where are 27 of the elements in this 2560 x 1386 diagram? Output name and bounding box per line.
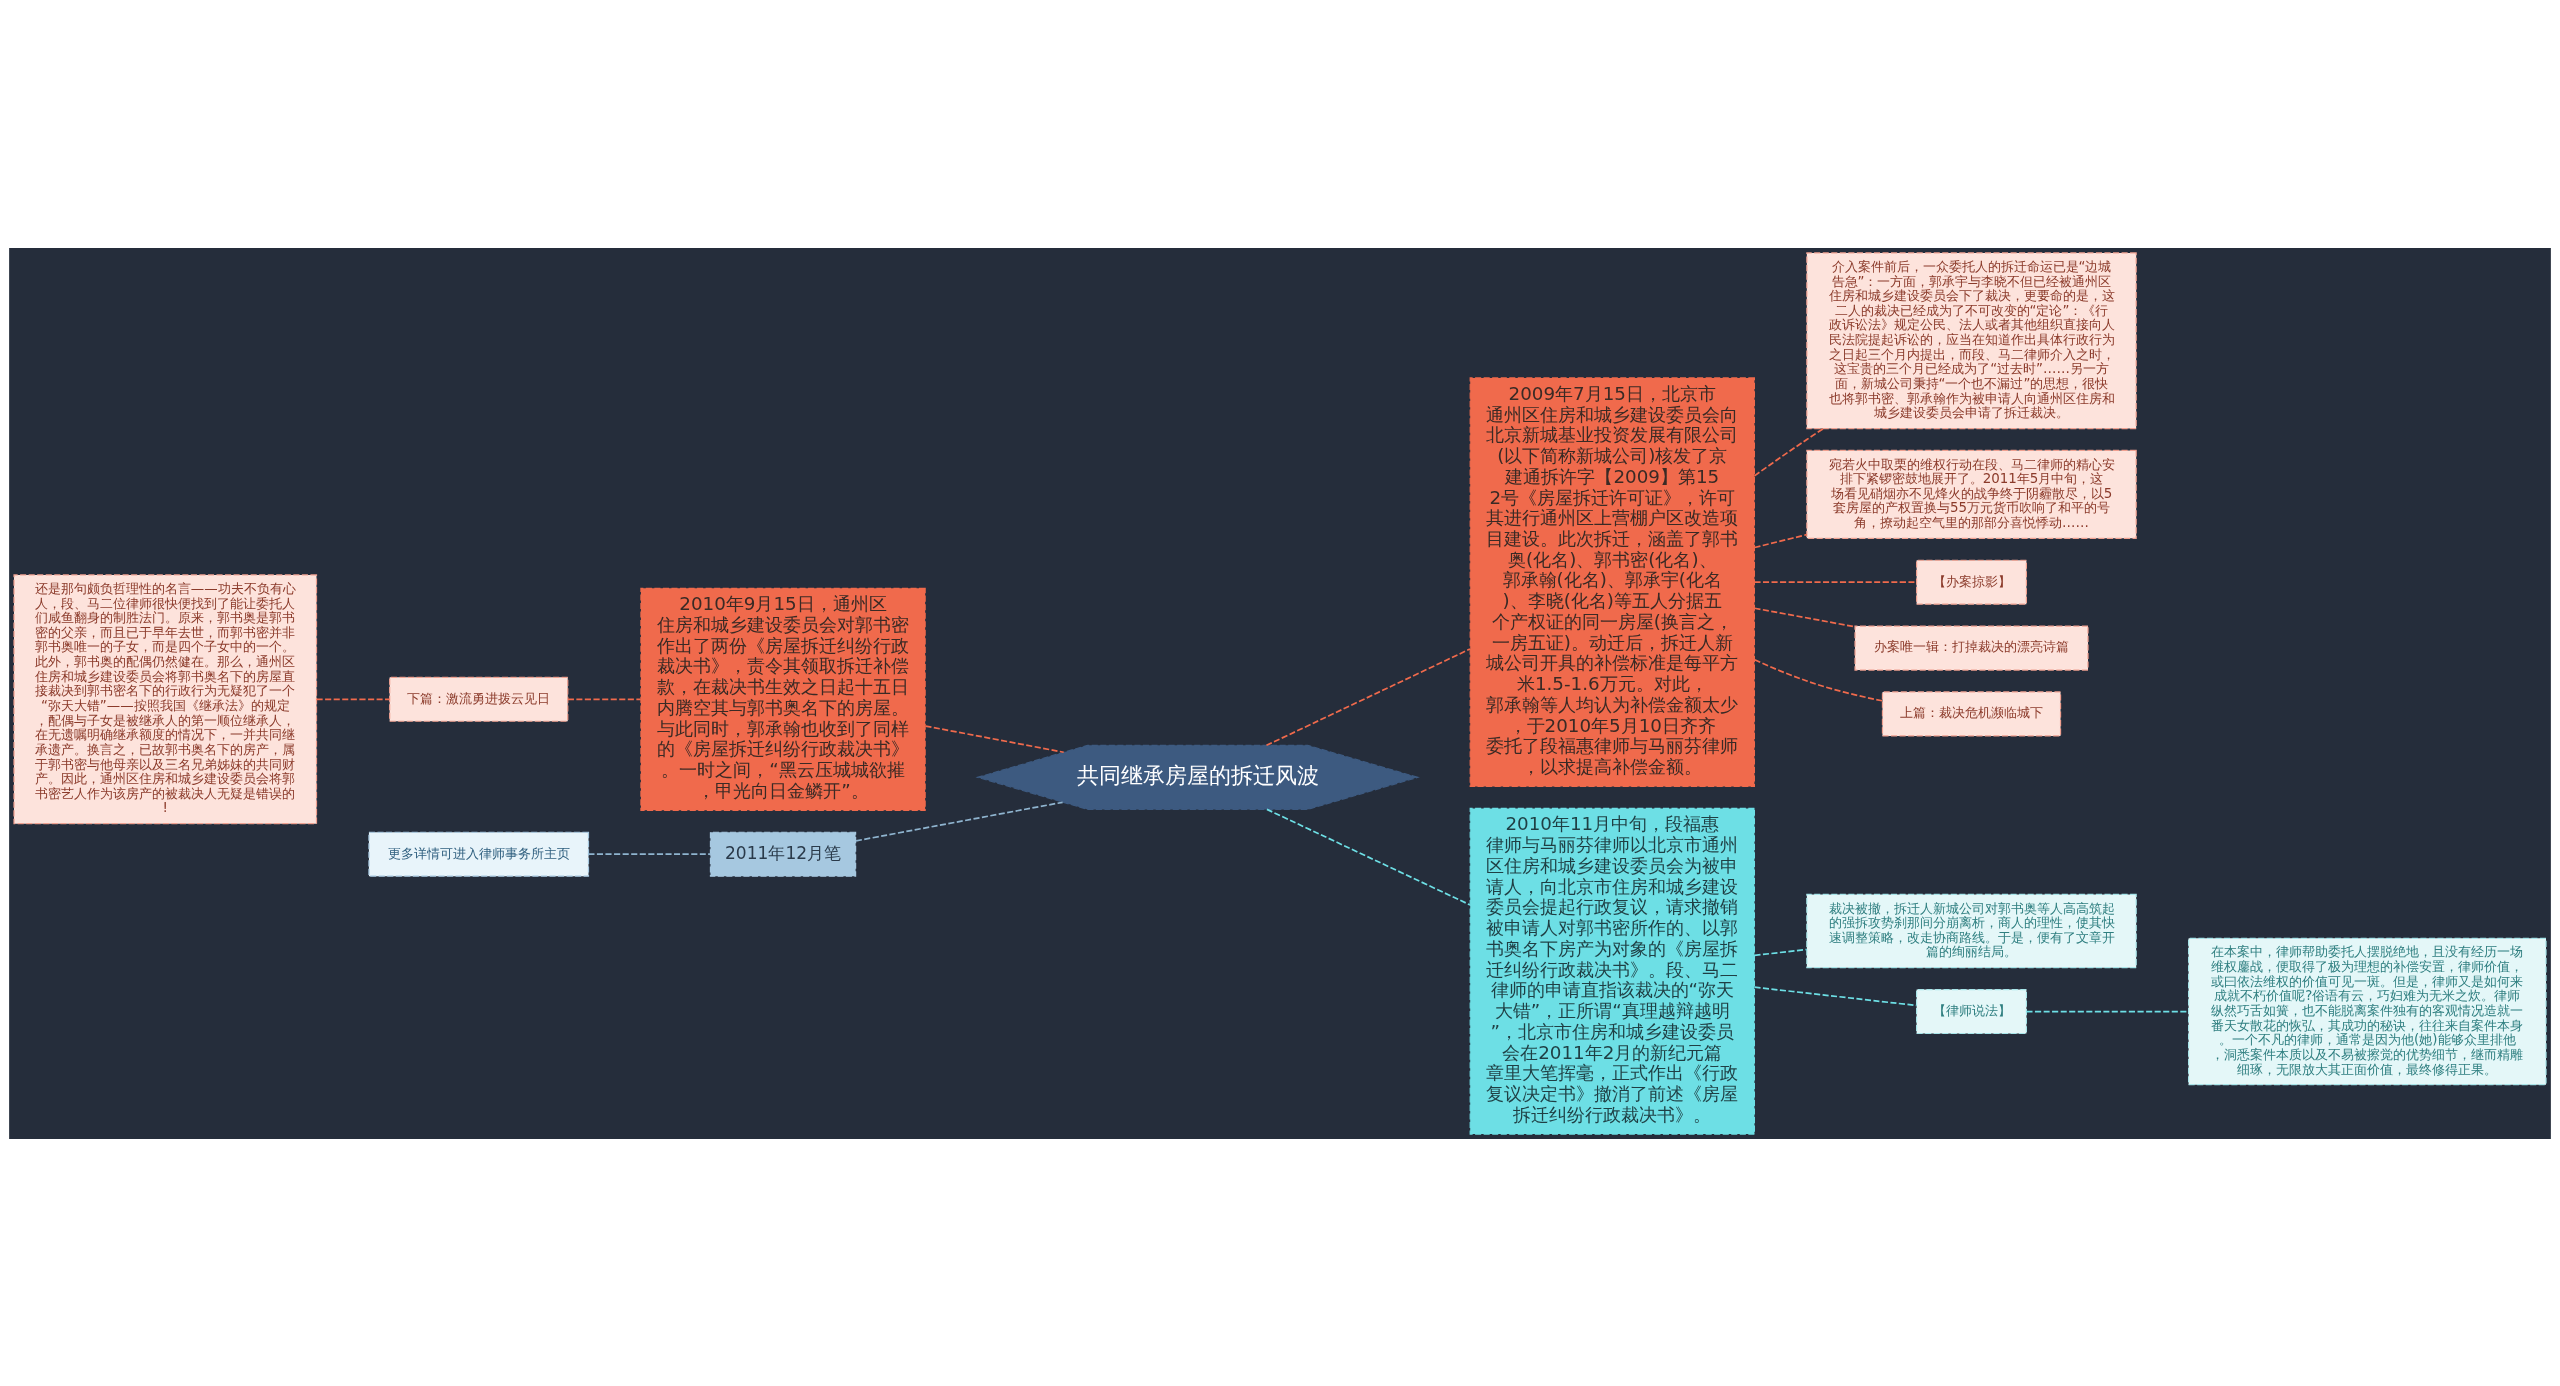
node-box: 【办案掠影】 xyxy=(1916,559,2027,605)
node-box: 下篇：激流勇进拨云见日 xyxy=(389,676,569,722)
connector xyxy=(1753,948,1808,956)
node-box: 在本案中，律师帮助委托人摆脱绝地，且没有经历一场维权鏖战，便取得了极为理想的补偿安置，律师价值，或曰依法维权的价值可见一斑。但是，律师又是如何来成就不朽价值呢?俗语有云，巧妇难为无米之炊。律师纵然巧舌如簧，也不能脱离案件独有的客观情况造就一番天女散花的恢弘，其成功的秘诀，往往来自案件本身。一个不凡的律师，通常是因为他(她)能够众里排他，洞悉案件本质以及不易被擦觉的优势细节，继而精雕细琢，无限放大其正面价值，最终修得正果。 xyxy=(2188,937,2547,1085)
connector xyxy=(924,724,1065,753)
connector xyxy=(1753,533,1808,548)
node-box: 2011年12月笔 xyxy=(709,831,857,877)
connector xyxy=(1265,647,1471,746)
node-box: 还是那句颇负哲理性的名言——功夫不负有心人，段、马二位律师很快便找到了能让委托人们咸鱼翻身的制胜法门。原来，郭书奥是郭书密的父亲，而且已于早年去世，而郭书密并非郭书奥唯一的子女，而是四个子女中的一个。此外，郭书奥的配偶仍然健在。那么，通州区住房和城乡建设委员会将郭书奥名下的房屋直接裁决到郭书密名下的行政行为无疑犯了一个“弥天大错”——按照我国《继承法》的规定，配偶与子女是被继承人的第一顺位继承人，在无遗嘱明确继承额度的情况下，一并共同继承遗产。换言之，已故郭书奥名下的房产，属于郭书密与他母亲以及三名兄弟姊妹的共同财产。因此，通州区住房和城乡建设委员会将郭书密艺人作为该房产的被裁决人无疑是错误的! xyxy=(13,573,318,824)
node-box: 更多详情可进入律师事务所主页 xyxy=(368,831,590,877)
connector xyxy=(587,852,712,855)
connector xyxy=(1266,808,1471,906)
node-box: 上篇：裁决危机濒临城下 xyxy=(1881,690,2062,736)
connector xyxy=(855,800,1064,842)
connector xyxy=(1753,658,1884,702)
node-box: 介入案件前后，一众委托人的拆迁命运已是“边城告急”：一方面，郭承宇与李晓不但已经被通州区住房和城乡建设委员会下了裁决，更要命的是，这二人的裁决已经成为了不可改变的“定论”：《行政诉讼法》规定公民、法人或者其他组织直接向人民法院提起诉讼的，应当在知道作出具体行政行为之日起三个月内提出，而段、马二律师介入之时，这宝贵的三个月已经成为了“过去时”……另一方面，新城公司秉持“一个也不漏过”的思想，很快也将郭书密、郭承翰作为被申请人向通州区住房和城乡建设委员会申请了拆迁裁决。 xyxy=(1806,251,2137,429)
node-box: 【律师说法】 xyxy=(1916,988,2027,1034)
node-box: 宛若火中取栗的维权行动在段、马二律师的精心安排下紧锣密鼓地展开了。2011年5月中旬，这场看见硝烟亦不见烽火的战争终于阴霾散尽，以5套房屋的产权置换与55万元货币吹响了和平的号角，撩动起空气里的那部分喜悦悸动…… xyxy=(1806,449,2137,539)
connector xyxy=(1753,606,1856,628)
node-box: 2009年7月15日，北京市通州区住房和城乡建设委员会向北京新城基业投资发展有限公司(以下简称新城公司)核发了京建通拆许字【2009】第152号《房屋拆迁许可证》，许可其进行通州区上营棚户区改造项目建设。此次拆迁，涵盖了郭书奥(化名)、郭书密(化名)、郭承翰(化名)、郭承宇(化名)、李晓(化名)等五人分据五个产权证的同一房屋(换言之，一房五证)。动迁后，拆迁人新城公司开具的补偿标准是每平方米1.5-1.6万元。对此，郭承翰等人均认为补偿金额太少，于2010年5月10日齐齐委托了段福惠律师与马丽芬律师，以求提高补偿金额。 xyxy=(1469,376,1755,787)
node-box: 2010年9月15日，通州区住房和城乡建设委员会对郭书密作出了两份《房屋拆迁纠纷行政裁决书》，责令其领取拆迁补偿款，在裁决书生效之日起十五日内腾空其与郭书奥名下的房屋。与此同时，郭承翰也收到了同样的《房屋拆迁纠纷行政裁决书》。一时之间，“黑云压城城欲摧，甲光向日金鳞开”。 xyxy=(640,587,926,811)
node-box: 2010年11月中旬，段福惠律师与马丽芬律师以北京市通州区住房和城乡建设委员会为被申请人，向北京市住房和城乡建设委员会提起行政复议，请求撤销被申请人对郭书密所作的、以郭书奥名下房产为对象的《房屋拆迁纠纷行政裁决书》。段、马二律师的申请直指该裁决的“弥天大错”，正所谓“真理越辩越明”，北京市住房和城乡建设委员会在2011年2月的新纪元篇章里大笔挥毫，正式作出《行政复议决定书》撤消了前述《房屋拆迁纠纷行政裁决书》。 xyxy=(1469,807,1755,1135)
node-box: 办案唯一辑：打掉裁决的漂亮诗篇 xyxy=(1854,625,2089,671)
node-box: 裁决被撤，拆迁人新城公司对郭书奥等人高高筑起的强拆攻势刹那间分崩离析，商人的理性，使其快速调整策略，改走协商路线。于是，便有了文章开篇的绚丽结局。 xyxy=(1806,893,2137,968)
connector xyxy=(1753,427,1825,477)
connector xyxy=(315,697,391,700)
connector xyxy=(567,697,642,700)
